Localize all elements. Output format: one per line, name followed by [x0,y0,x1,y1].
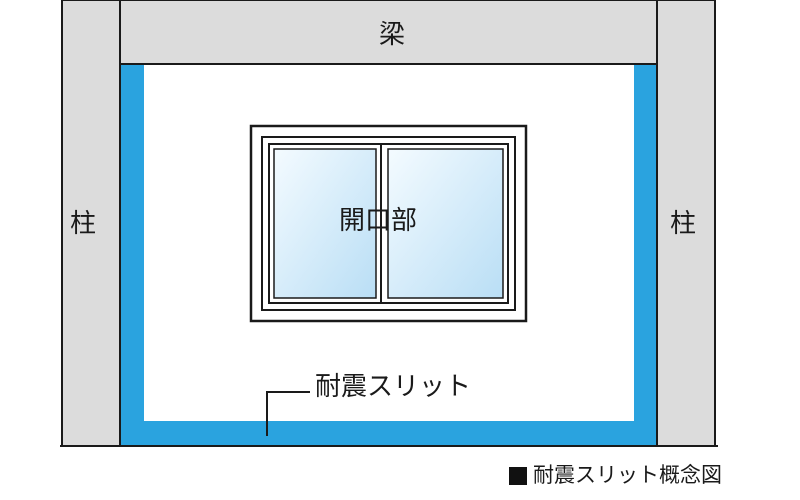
column-right-label: 柱 [670,209,697,239]
column-right [656,0,716,447]
slit-leader-line [266,391,310,436]
beam-label: 梁 [379,20,406,50]
beam [119,0,658,65]
window-opening [249,124,528,323]
caption-square-icon [509,466,527,485]
opening-label: 開口部 [339,206,418,236]
seismic-slit-label: 耐震スリット [315,372,472,402]
column-left [61,0,121,447]
figure-caption: 耐震スリット概念図 [509,465,722,486]
caption-text: 耐震スリット概念図 [533,463,722,487]
column-left-label: 柱 [70,209,97,239]
